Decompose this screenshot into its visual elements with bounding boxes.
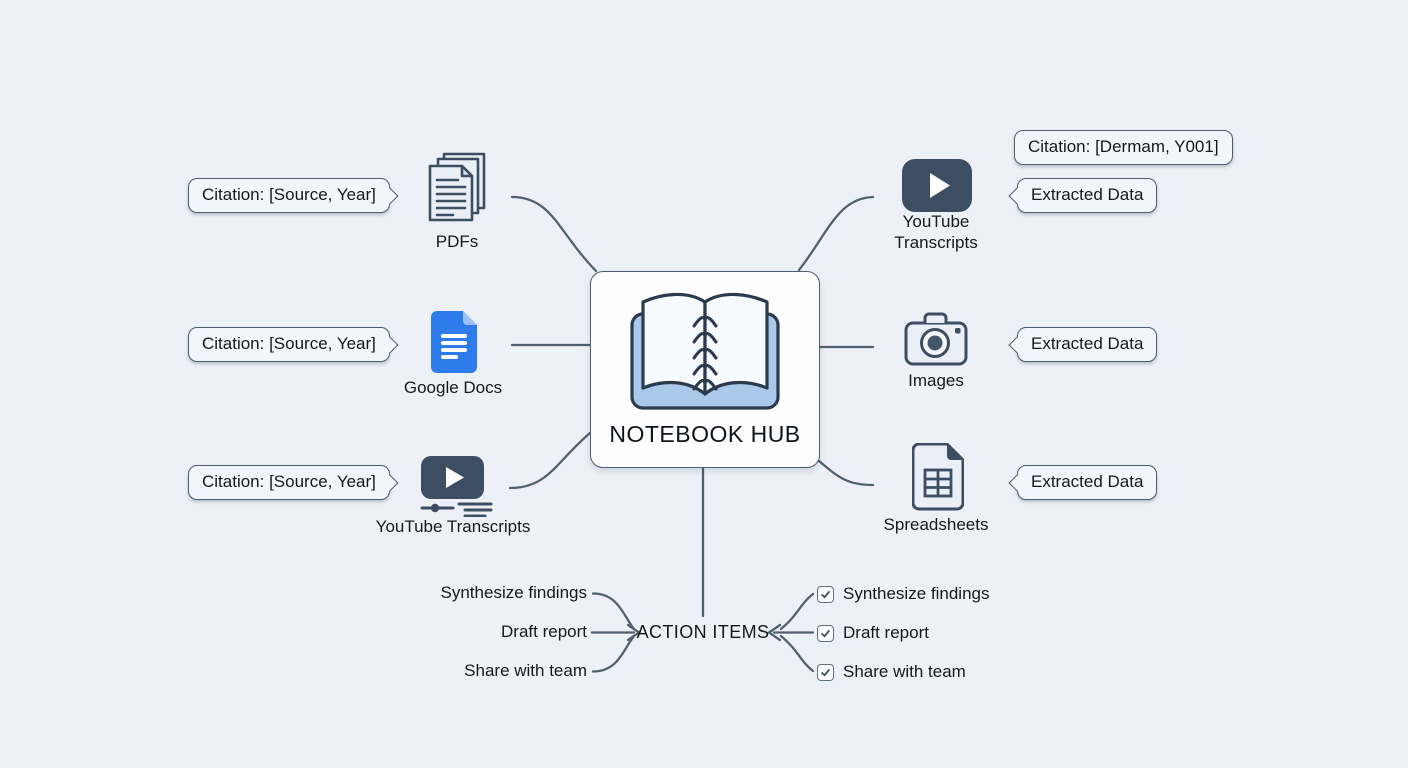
action-items-title[interactable]: ACTION ITEMS (636, 622, 770, 642)
citation-bubble-pdfs[interactable]: Citation: [Source, Year] (188, 178, 390, 213)
notebook-hub-node[interactable]: NOTEBOOK HUB (590, 271, 820, 468)
completed-item-label: Share with team (843, 662, 966, 681)
extracted-data-bubble-youtube[interactable]: Extracted Data (1017, 178, 1158, 213)
hub-title: NOTEBOOK HUB (609, 421, 801, 447)
extracted-data-bubble-spreadsheets[interactable]: Extracted Data (1017, 465, 1158, 500)
camera-icon[interactable] (904, 311, 968, 371)
source-label-spreadsheets[interactable]: Spreadsheets (883, 515, 989, 534)
label-line-2: Transcripts (894, 233, 978, 252)
open-book-icon (630, 292, 780, 410)
youtube-play-icon[interactable] (902, 159, 972, 217)
planned-item-share-with-team[interactable]: Share with team (464, 661, 587, 680)
checkbox-checked-icon[interactable] (817, 663, 834, 681)
source-label-youtube-transcripts[interactable]: YouTube Transcripts (375, 517, 531, 536)
citation-bubble-youtube-transcripts[interactable]: Citation: [Source, Year] (188, 465, 390, 500)
youtube-transcript-icon[interactable] (419, 455, 493, 522)
planned-item-draft-report[interactable]: Draft report (501, 622, 587, 641)
source-label-youtube-transcripts-right[interactable]: YouTube Transcripts (894, 211, 977, 253)
checkbox-checked-icon[interactable] (817, 624, 834, 642)
source-label-images[interactable]: Images (908, 371, 964, 390)
completed-item-label: Draft report (843, 623, 929, 642)
source-label-google-docs[interactable]: Google Docs (403, 378, 503, 397)
source-label-pdfs[interactable]: PDFs (435, 232, 479, 251)
completed-item-share-with-team[interactable]: Share with team (817, 662, 966, 682)
pdf-stack-icon[interactable] (424, 152, 490, 233)
completed-item-synthesize-findings[interactable]: Synthesize findings (817, 584, 989, 604)
spreadsheet-icon[interactable] (911, 442, 965, 516)
completed-item-draft-report[interactable]: Draft report (817, 623, 929, 643)
planned-item-synthesize-findings[interactable]: Synthesize findings (440, 583, 587, 602)
google-docs-icon[interactable] (431, 311, 477, 378)
label-line-1: YouTube (902, 212, 970, 231)
citation-bubble-google-docs[interactable]: Citation: [Source, Year] (188, 327, 390, 362)
checkbox-checked-icon[interactable] (817, 585, 834, 603)
extracted-data-bubble-images[interactable]: Extracted Data (1017, 327, 1158, 362)
completed-item-label: Synthesize findings (843, 584, 990, 603)
citation-bubble-dermam[interactable]: Citation: [Dermam, Y001] (1014, 130, 1233, 165)
